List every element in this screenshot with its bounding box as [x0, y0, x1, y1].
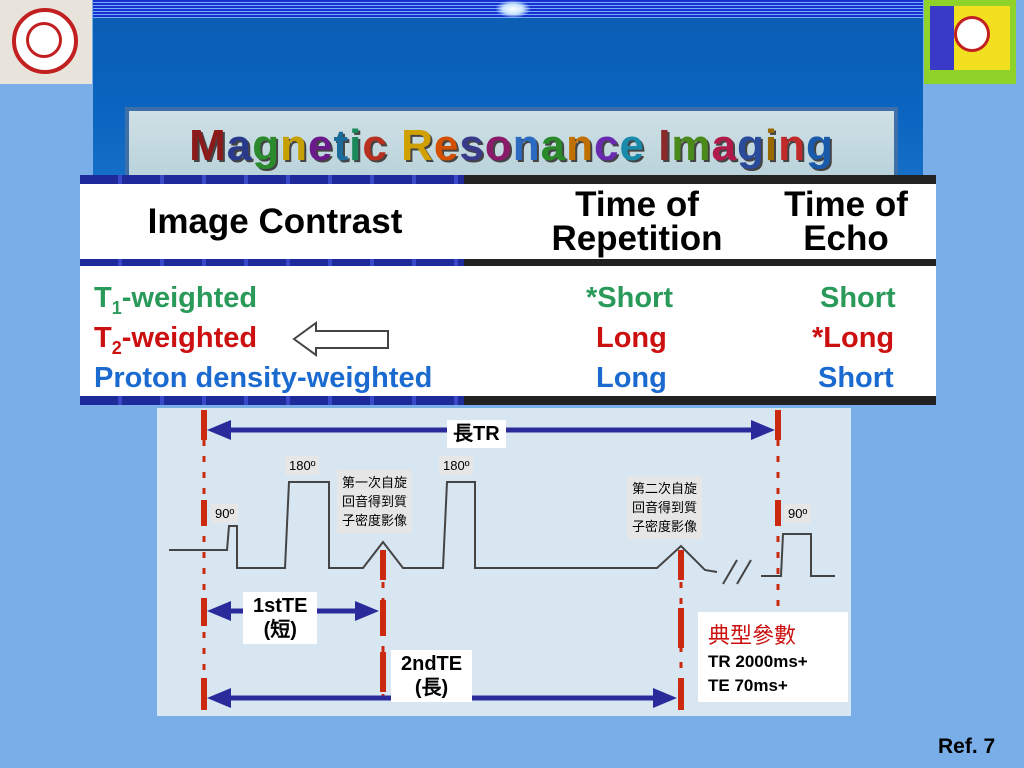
row-t2-tr: Long	[596, 322, 667, 354]
title-letter: n	[512, 121, 541, 170]
row-pd-te: Short	[818, 362, 894, 394]
params-tr: TR 2000ms+	[708, 652, 808, 671]
row-t1-tr: *Short	[586, 282, 673, 314]
title-letter: g	[806, 121, 834, 170]
title-letter: n	[280, 121, 308, 170]
table-bottom-stripe	[80, 396, 464, 405]
title-letter: g	[252, 121, 281, 170]
title-box: Magnetic Resonance Imaging	[125, 107, 898, 183]
title-letter: I	[658, 121, 672, 170]
pulse-180-label-1: 180º	[285, 456, 320, 475]
reference-label: Ref. 7	[938, 735, 996, 758]
light-flare	[495, 0, 531, 18]
pulse-90-label-1: 90º	[211, 504, 239, 523]
title-letter: a	[711, 121, 738, 170]
row-t2-te: *Long	[812, 322, 895, 354]
title-letter: c	[593, 121, 620, 170]
header-time-of-repetition: Time of Repetition	[532, 185, 742, 258]
title-letter: s	[459, 121, 485, 170]
second-echo-note: 第二次自旋回音得到質子密度影像	[627, 476, 703, 539]
title-letter: m	[671, 121, 712, 170]
title-letter: a	[226, 121, 253, 170]
page-title: Magnetic Resonance Imaging	[129, 121, 894, 171]
pulse-sequence-diagram: 長TR 180º 180º 90º 90º 第一次自旋回音得到質子密度影像 第二…	[157, 408, 851, 716]
row-t1-label: T1-weighted	[94, 282, 258, 318]
title-letter: R	[401, 121, 434, 170]
row-pd-tr: Long	[596, 362, 667, 394]
contrast-table: Image Contrast Time of Repetition Time o…	[80, 175, 936, 405]
params-te: TE 70ms+	[708, 676, 788, 695]
title-letter: g	[737, 121, 765, 170]
title-letter: M	[189, 121, 227, 170]
title-letter: e	[307, 121, 334, 170]
table-top-stripe	[80, 175, 464, 184]
params-title: 典型參數	[708, 623, 797, 648]
header-te-line1: Time of	[784, 185, 908, 224]
title-letter: c	[362, 121, 388, 170]
table-bottom-border	[80, 396, 936, 405]
left-arrow-icon	[292, 321, 389, 357]
long-tr-label: 長TR	[447, 420, 506, 448]
title-letter: e	[619, 121, 645, 170]
title-letter: i	[349, 121, 363, 170]
title-letter: i	[764, 121, 779, 170]
title-letter: t	[333, 121, 350, 170]
header-tr-line2: Repetition	[551, 219, 723, 258]
table-divider-stripe	[80, 259, 464, 266]
title-letter	[388, 121, 401, 170]
table-top-border	[80, 175, 936, 184]
header-te-line2: Echo	[803, 219, 889, 258]
second-te-label: 2ndTE(長)	[391, 650, 473, 702]
table-header-divider	[80, 259, 936, 266]
typical-parameters-box: 典型參數 TR 2000ms+ TE 70ms+	[698, 612, 848, 702]
header-tr-line1: Time of	[575, 185, 699, 224]
row-pd-label: Proton density-weighted	[94, 362, 433, 394]
row-t2-label: T2-weighted	[94, 322, 258, 358]
pulse-180-label-2: 180º	[439, 456, 474, 475]
title-letter: a	[540, 121, 567, 170]
title-letter: o	[484, 121, 513, 170]
university-seal-logo	[0, 0, 92, 84]
first-echo-note: 第一次自旋回音得到質子密度影像	[337, 470, 413, 533]
pulse-90-label-2: 90º	[784, 504, 812, 523]
title-letter: e	[433, 121, 460, 170]
header-time-of-echo: Time of Echo	[770, 185, 922, 258]
title-letter	[645, 121, 658, 170]
school-emblem-logo	[924, 0, 1016, 84]
first-te-label: 1stTE(短)	[243, 592, 318, 644]
header-image-contrast: Image Contrast	[147, 202, 403, 241]
title-letter: n	[566, 121, 594, 170]
row-t1-te: Short	[820, 282, 896, 314]
title-letter: n	[778, 121, 807, 170]
